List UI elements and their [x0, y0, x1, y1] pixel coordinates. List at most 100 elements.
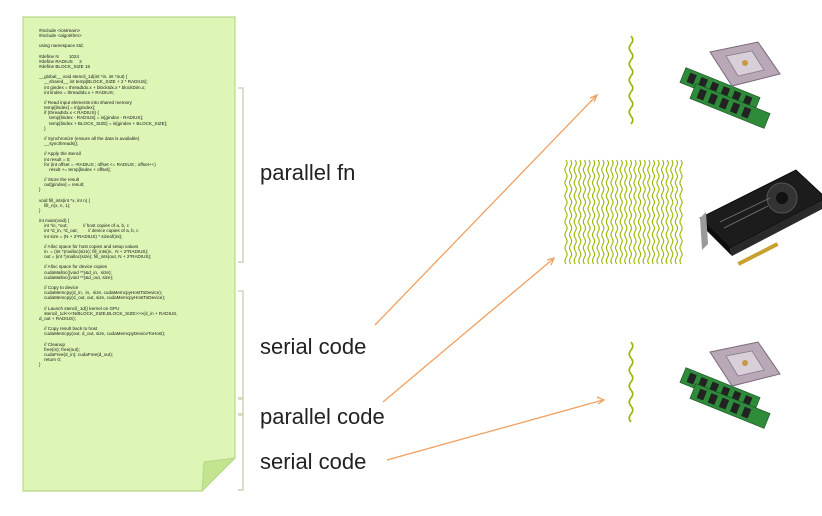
code-line: // Alloc space for host copies and setup… [39, 243, 139, 249]
code-line: out[gindex] = result; [39, 182, 85, 188]
arrow-serial-to-cpu-2 [386, 399, 604, 461]
code-line: cudaMalloc((void **)&d_out, size); [39, 274, 114, 280]
thread-line [610, 159, 614, 265]
code-line: // Cleanup [39, 341, 66, 347]
code-line: int gindex = threadIdx.x + blockIdx.x * … [39, 84, 146, 90]
code-line: int lindex = threadIdx.x + RADIUS; [39, 89, 115, 95]
thread-line [628, 35, 634, 125]
thread-line [614, 159, 619, 265]
code-line: // Copy to device [39, 285, 79, 291]
code-line: using namespace std; [39, 43, 84, 49]
code-line: d_out + RADIUS); [39, 315, 76, 321]
code-line: temp[lindex] = in[gindex]; [39, 105, 96, 111]
code-line: } [39, 187, 41, 193]
thread-line [628, 159, 633, 265]
thread-line [665, 159, 669, 265]
code-line: // Synchronize (ensure all the data is a… [39, 135, 140, 141]
code-line: cudaMemcpy(out, d_out, size, cudaMemcpyD… [39, 331, 166, 337]
code-line: temp[lindex + BLOCK_SIZE] = in[gindex + … [39, 120, 168, 126]
thread-line [642, 159, 646, 265]
code-listing: #include <iostream>#include <algorithm> u… [39, 28, 233, 367]
thread-line [605, 159, 610, 265]
code-line: void fill_ints(int *x, int n) { [39, 197, 91, 203]
code-line: #define RADIUS 3 [39, 58, 82, 64]
code-line: // Apply the stencil [39, 151, 82, 157]
thread-line [568, 159, 573, 265]
code-line: temp[lindex - RADIUS] = in[gindex - RADI… [39, 115, 144, 121]
thread-line [624, 159, 628, 265]
code-line: fill_n(x, n, 1); [39, 202, 71, 208]
bracket-parallel-fn [238, 87, 244, 263]
label-parallel-code: parallel code [260, 404, 385, 429]
bracket-serial-code-2 [238, 414, 244, 491]
arrow-parallel-to-gpu [382, 258, 554, 403]
serial-thread-top [628, 35, 634, 125]
code-line: // Launch stencil_1d() kernel on GPU [39, 305, 120, 311]
code-line: int main(void) { [39, 218, 70, 224]
code-line: cudaFree(d_in); cudaFree(d_out); [39, 351, 114, 357]
code-line: if (threadIdx.x < RADIUS) { [39, 110, 99, 116]
code-line: #define BLOCK_SIZE 16 [39, 63, 91, 69]
thread-line [582, 159, 587, 265]
thread-line [591, 159, 596, 265]
thread-line [587, 159, 591, 265]
bracket-serial-code-1 [238, 290, 244, 399]
thread-line [647, 159, 651, 265]
arrow-serial-to-cpu [374, 95, 597, 326]
code-line: int size = (N + 2*RADIUS) * sizeof(int); [39, 233, 123, 239]
code-line: __syncthreads(); [39, 141, 79, 147]
thread-line [637, 159, 642, 265]
cpu-memory-icon [679, 341, 781, 429]
code-line: #define N 1024 [39, 53, 80, 59]
code-line: // Copy result back to host [39, 326, 98, 332]
code-line: // Store the result [39, 177, 80, 183]
code-line: __shared__ int temp[BLOCK_SIZE + 2 * RAD… [39, 79, 148, 85]
thread-line [619, 159, 623, 265]
note-folded-corner [201, 457, 236, 492]
code-line: #include <algorithm> [39, 33, 82, 39]
thread-line [596, 159, 600, 265]
label-serial-code: serial code [260, 334, 367, 359]
code-line: #include <iostream> [39, 28, 81, 33]
gpu-card-icon [699, 169, 822, 266]
code-line: result += temp[lindex + offset]; [39, 166, 111, 172]
thread-line [656, 159, 660, 265]
code-line: free(in); free(out); [39, 346, 80, 352]
code-line: stencil_1d<<<N/BLOCK_SIZE,BLOCK_SIZE>>>(… [39, 310, 178, 316]
thread-line [674, 159, 679, 265]
code-line: return 0; [39, 357, 62, 362]
code-line: cudaMemcpy(d_in, in, size, cudaMemcpyHos… [39, 290, 163, 296]
thread-line [660, 159, 665, 265]
thread-line [670, 159, 674, 265]
thread-line [628, 341, 634, 423]
code-line: in = (int *)malloc(size); fill_ints(in, … [39, 249, 149, 255]
code-line: } [39, 125, 46, 131]
label-parallel-fn: parallel fn [260, 160, 356, 185]
bracket-parallel-code [238, 398, 244, 415]
label-serial-code-2: serial code [260, 449, 367, 474]
serial-thread-bottom [628, 341, 634, 423]
code-line: int *in, *out; // host copies of a, b, c [39, 223, 129, 229]
code-note-page [22, 16, 236, 492]
code-line: } [39, 362, 41, 368]
thread-line [601, 159, 605, 265]
code-line: // Alloc space for device copies [39, 264, 107, 270]
code-line: out = (int *)malloc(size); fill_ints(out… [39, 254, 152, 260]
thread-line [578, 159, 582, 265]
code-line: // Read input elements into shared memor… [39, 99, 132, 105]
cpu-memory-icon [679, 41, 781, 129]
thread-line [633, 159, 637, 265]
thread-line [564, 159, 568, 265]
code-line: cudaMalloc((void **)&d_in, size); [39, 269, 112, 275]
code-line: cudaMemcpy(d_out, out, size, cudaMemcpyH… [39, 295, 166, 301]
parallel-thread-bundle [564, 159, 683, 265]
thread-line [651, 159, 656, 265]
thread-line [679, 159, 683, 265]
code-line: int result = 0; [39, 156, 71, 162]
thread-line [573, 159, 577, 265]
code-line: __global__ void stencil_1d(int *in, int … [39, 74, 128, 80]
code-line: int *d_in, *d_out; // device copies of a… [39, 228, 139, 234]
code-line: } [39, 207, 41, 213]
